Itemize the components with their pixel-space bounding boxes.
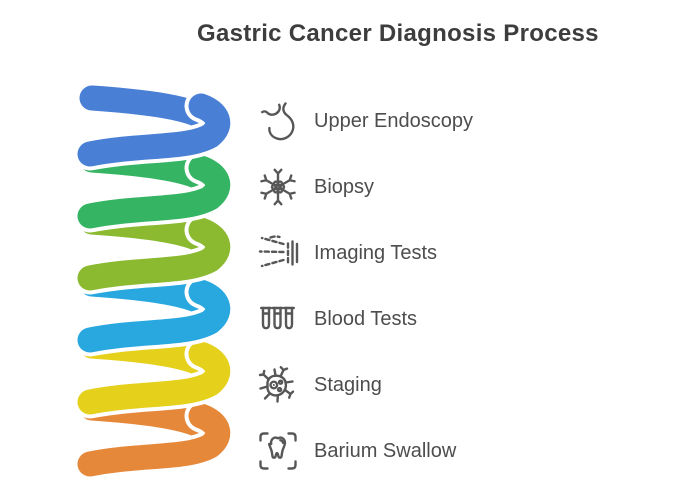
- spiral-loop-4: [73, 329, 235, 419]
- test-tubes-icon: [260, 306, 295, 330]
- xray-imaging-icon: [258, 235, 299, 268]
- spiral-loop-5: [73, 391, 235, 481]
- tooth-scan-icon: [259, 432, 297, 470]
- step-item-barium-swallow: Barium Swallow: [256, 418, 473, 484]
- step-item-upper-endoscopy: Upper Endoscopy: [256, 88, 473, 154]
- spiral-loop-1: [73, 143, 235, 233]
- step-item-biopsy: Biopsy: [256, 154, 473, 220]
- spiral-loop-0: [73, 81, 235, 171]
- step-item-blood-tests: Blood Tests: [256, 286, 473, 352]
- step-label: Biopsy: [314, 175, 375, 198]
- stomach-icon: [261, 102, 295, 141]
- spiral-loop-2: [73, 205, 235, 295]
- step-label: Imaging Tests: [314, 241, 438, 264]
- spiral-graphic: [73, 81, 235, 481]
- step-label: Upper Endoscopy: [314, 109, 473, 132]
- spiral-loop-3: [73, 267, 235, 357]
- step-item-staging: Staging: [256, 352, 473, 418]
- biopsy-cell-icon: [260, 168, 296, 206]
- step-label: Barium Swallow: [314, 439, 457, 462]
- step-item-imaging-tests: Imaging Tests: [256, 220, 473, 286]
- page-title: Gastric Cancer Diagnosis Process: [197, 20, 599, 47]
- step-label: Staging: [314, 373, 382, 396]
- cancer-cell-icon: [258, 366, 295, 403]
- step-label: Blood Tests: [314, 307, 418, 330]
- diagnosis-steps-list: Upper Endoscopy Biopsy: [256, 88, 473, 484]
